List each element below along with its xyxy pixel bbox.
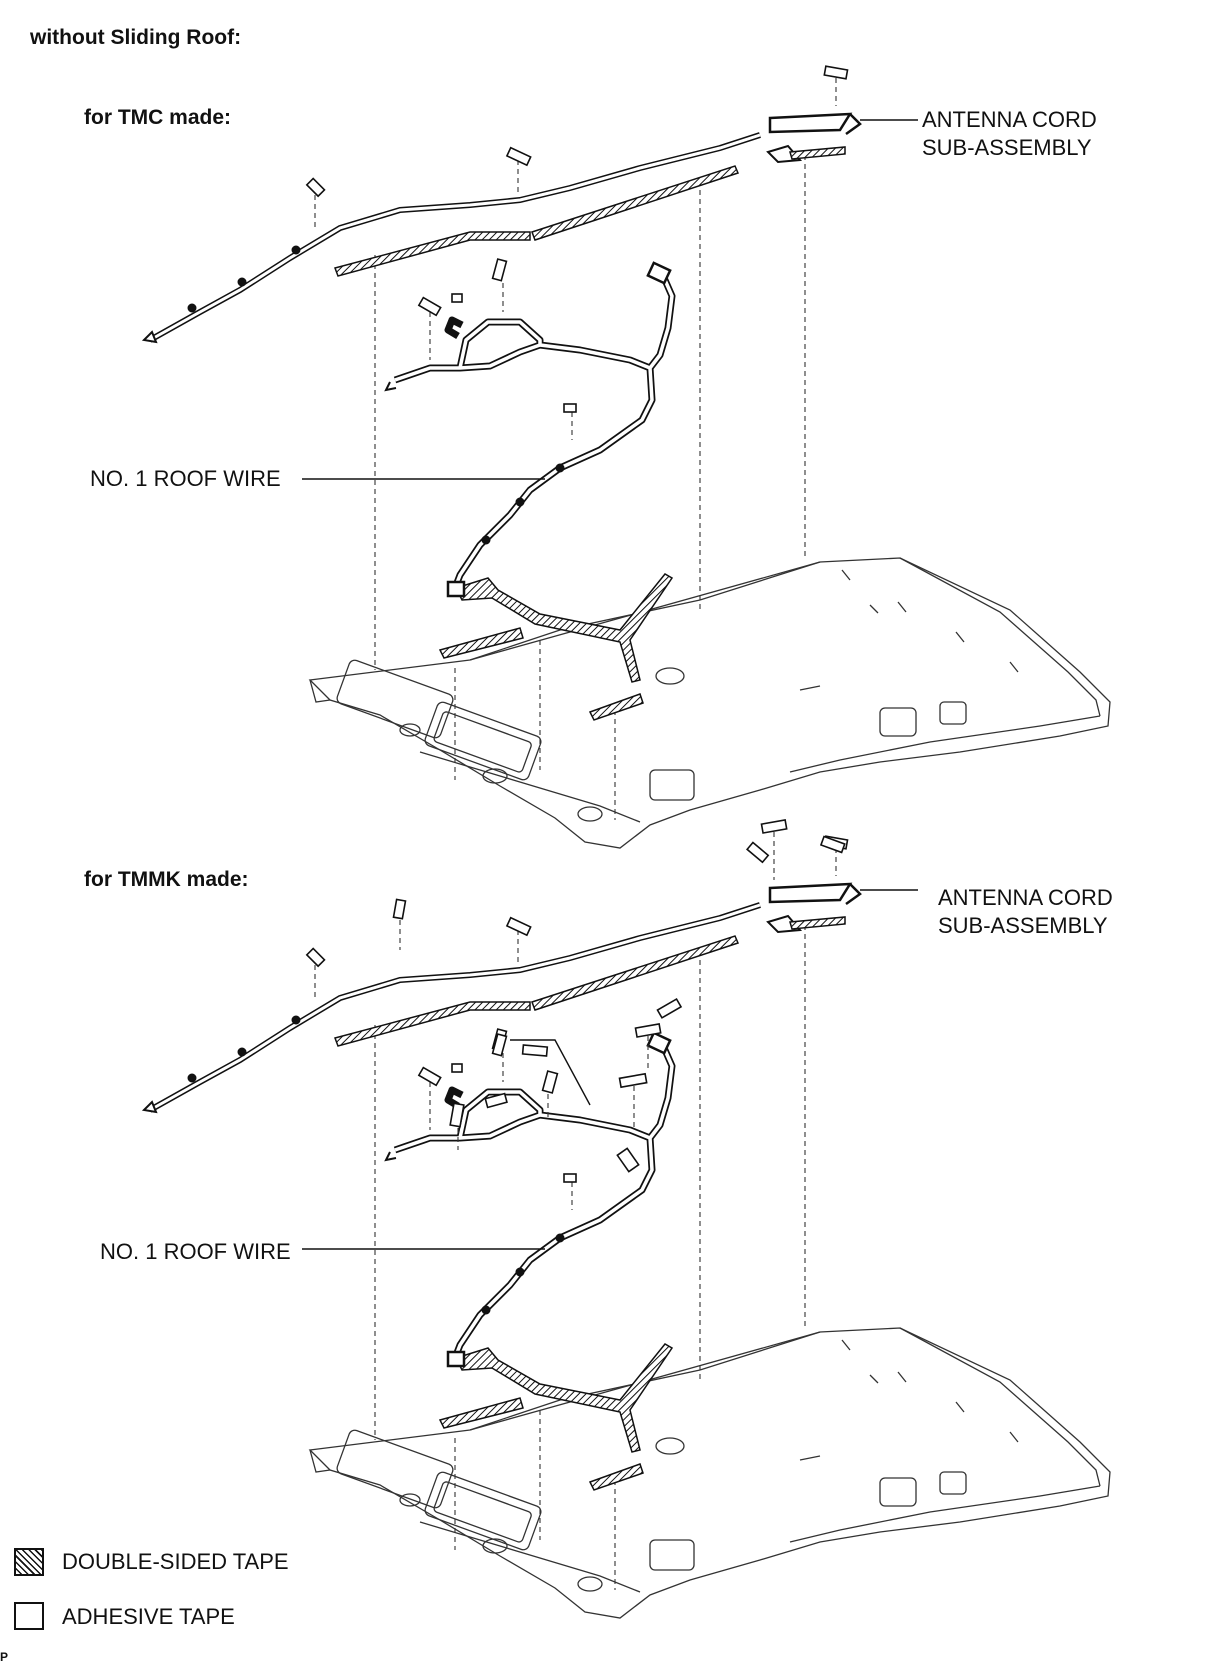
section-heading-tmmk: for TMMK made: xyxy=(84,868,249,891)
footer-mark: P xyxy=(0,1650,9,1664)
page-title: without Sliding Roof: xyxy=(30,26,242,49)
adhesive-tape-swatch xyxy=(14,1602,44,1630)
tmmk-extra-tapes xyxy=(392,819,846,1173)
legend-label-adhesive: ADHESIVE TAPE xyxy=(62,1604,235,1629)
antenna-cord-label-tmmk-line2: SUB-ASSEMBLY xyxy=(938,913,1108,938)
roof-wire-label-tmc: NO. 1 ROOF WIRE xyxy=(90,466,281,491)
assembly-tmc xyxy=(144,66,1110,848)
section-heading-tmc: for TMC made: xyxy=(84,106,231,129)
antenna-cord-label-tmc-line2: SUB-ASSEMBLY xyxy=(922,135,1092,160)
double-sided-tape-swatch xyxy=(14,1548,44,1576)
assembly-tmmk xyxy=(144,836,1110,1618)
antenna-cord-label-tmmk-line1: ANTENNA CORD xyxy=(938,885,1113,910)
antenna-cord-label-tmc-line1: ANTENNA CORD xyxy=(922,107,1097,132)
roof-wire-label-tmmk: NO. 1 ROOF WIRE xyxy=(100,1239,291,1264)
legend-label-double-sided: DOUBLE-SIDED TAPE xyxy=(62,1549,289,1574)
tmmk-pointer-line xyxy=(510,1039,591,1106)
